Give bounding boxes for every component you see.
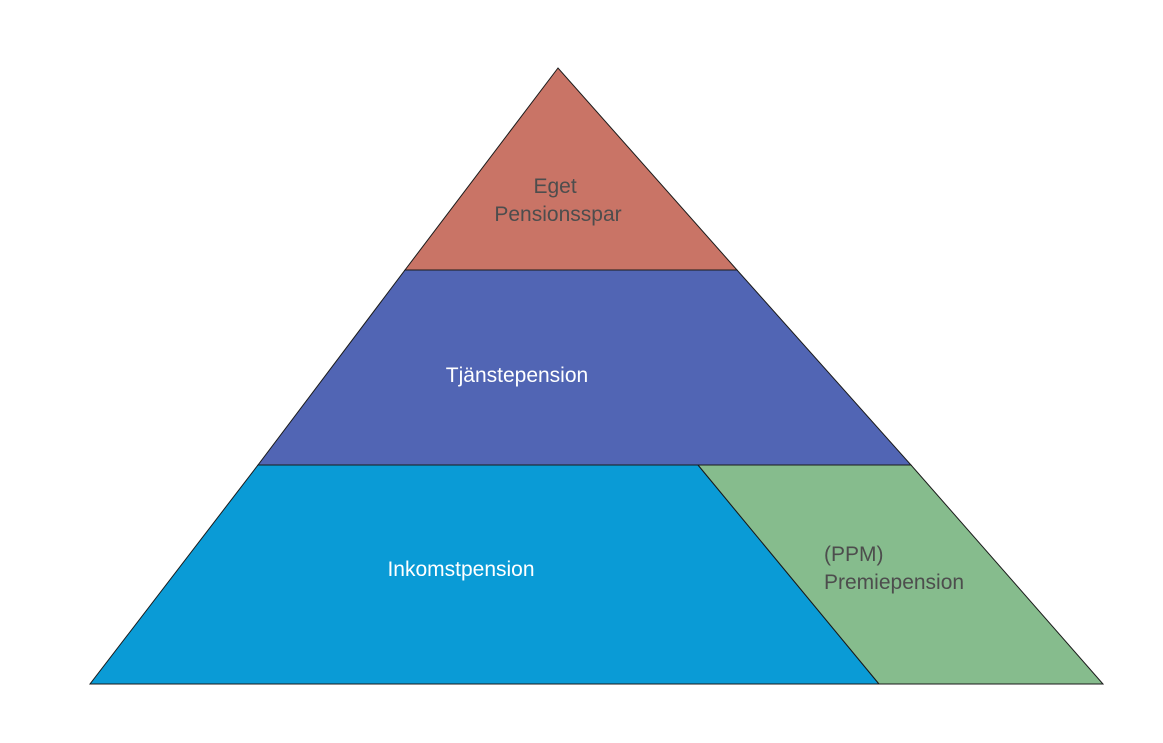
tier-eget-pensionsspar <box>403 67 739 271</box>
tier-eget-label-line1: Eget <box>533 175 576 198</box>
tier-eget-label-line2: Pensionsspar <box>494 203 621 226</box>
tier-ppm-label-line2: Premiepension <box>824 571 964 594</box>
tier-ppm-label-line1: (PPM) <box>824 543 884 566</box>
tier-inkomstpension-label: Inkomstpension <box>387 558 534 581</box>
tier-eget-pensionsspar-label: Eget Pensionsspar <box>494 175 621 226</box>
tier-premiepension-label: (PPM) Premiepension <box>824 543 964 594</box>
tier-tjanstepension-label: Tjänstepension <box>446 364 588 387</box>
tier-premiepension <box>696 464 1105 685</box>
